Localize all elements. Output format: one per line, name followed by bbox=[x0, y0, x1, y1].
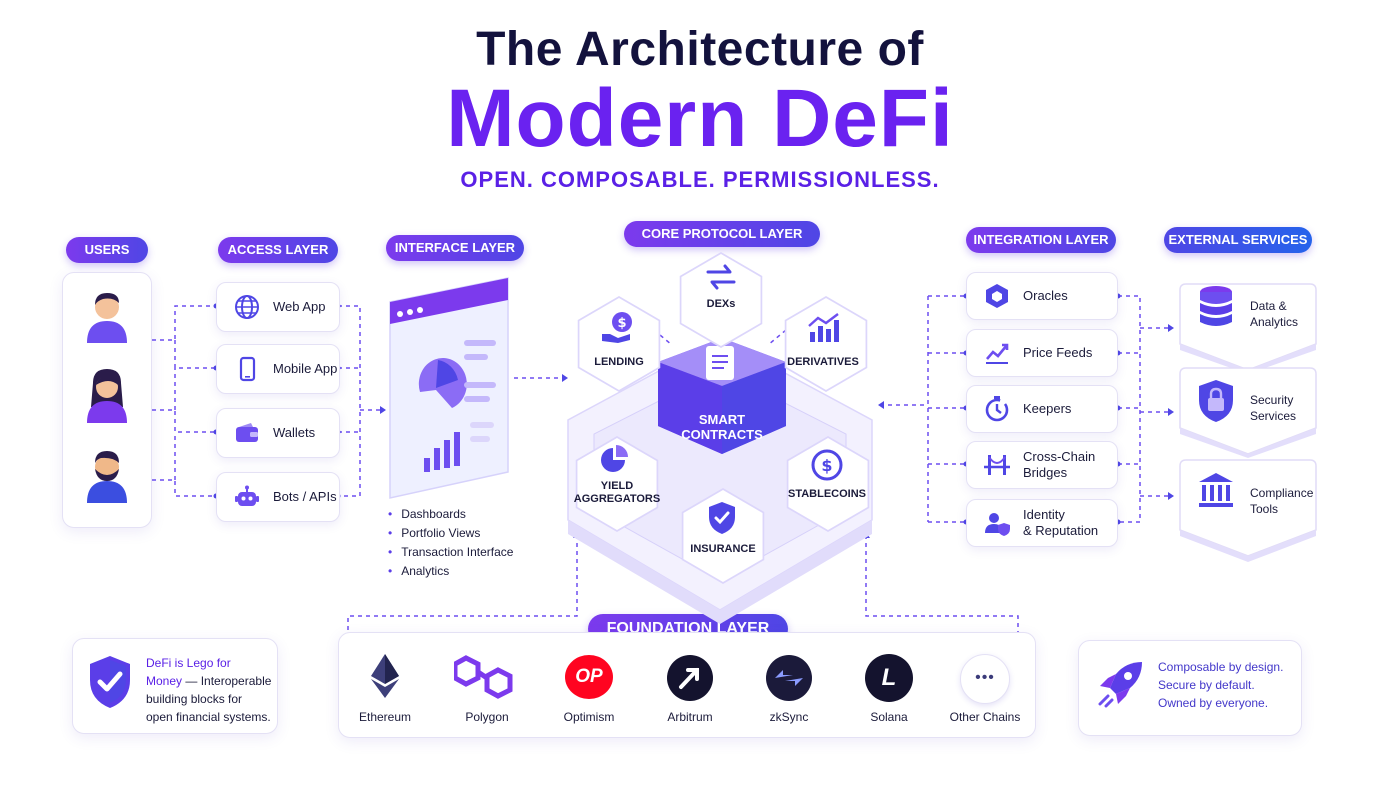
svg-text:$: $ bbox=[617, 316, 626, 331]
user-avatar-3 bbox=[87, 451, 127, 503]
integration-card-keepers[interactable]: Keepers bbox=[966, 385, 1118, 433]
title-line-2: Modern DeFi bbox=[446, 73, 954, 164]
user-avatar-1 bbox=[87, 293, 127, 343]
chain-label: Arbitrum bbox=[667, 710, 713, 724]
globe-icon bbox=[235, 295, 259, 319]
chain-label: Solana bbox=[870, 710, 908, 724]
solana-icon: L bbox=[865, 654, 913, 702]
security-lock-icon bbox=[1199, 380, 1233, 422]
access-label: Bots / APIs bbox=[273, 489, 337, 504]
chain-label: Polygon bbox=[465, 710, 509, 724]
svg-text:$: $ bbox=[821, 456, 832, 475]
integration-layer-pill: INTEGRATION LAYER bbox=[966, 227, 1116, 253]
arbitrum-icon bbox=[667, 655, 713, 701]
core-module-label: LENDING bbox=[594, 356, 644, 368]
integration-card-price-feeds[interactable]: Price Feeds bbox=[966, 329, 1118, 377]
identity-icon bbox=[985, 513, 1010, 536]
rocket-icon bbox=[1098, 662, 1142, 708]
integration-label: Keepers bbox=[1023, 401, 1072, 416]
access-card-mobile-app[interactable]: Mobile App bbox=[216, 344, 340, 394]
integration-label: Cross-Chain bbox=[1023, 449, 1096, 464]
robot-icon bbox=[235, 485, 259, 506]
interface-item: Dashboards bbox=[388, 505, 513, 524]
integration-label: Identity bbox=[1023, 507, 1065, 522]
external-services-pill: EXTERNAL SERVICES bbox=[1164, 227, 1312, 253]
interface-item: Transaction Interface bbox=[388, 543, 513, 562]
core-module-label: DERIVATIVES bbox=[787, 356, 859, 368]
chain-label: zkSync bbox=[769, 710, 809, 724]
external-label: Data &Analytics bbox=[1250, 299, 1299, 329]
chain-label: Ethereum bbox=[358, 710, 412, 724]
integration-label: Bridges bbox=[1023, 465, 1068, 480]
tagline: OPEN. COMPOSABLE. PERMISSIONLESS. bbox=[460, 167, 940, 192]
core-module-label: DEXs bbox=[706, 298, 736, 310]
core-module-label: STABLECOINS bbox=[787, 488, 867, 500]
polygon-icon bbox=[454, 655, 513, 699]
mobile-icon bbox=[239, 356, 256, 382]
more-icon: ••• bbox=[960, 654, 1010, 704]
integration-card-oracles[interactable]: Oracles bbox=[966, 272, 1118, 320]
external-card-data-analytics[interactable] bbox=[1176, 282, 1320, 374]
swap-icon bbox=[706, 264, 736, 290]
access-label: Web App bbox=[273, 299, 326, 314]
interface-dashboard-illustration bbox=[389, 277, 509, 499]
wallet-icon bbox=[236, 423, 258, 442]
oracle-hex-icon bbox=[986, 284, 1008, 308]
integration-label: & Reputation bbox=[1023, 523, 1099, 538]
chain-label: Other Chains bbox=[949, 710, 1021, 724]
interface-item: Portfolio Views bbox=[388, 524, 513, 543]
database-icon bbox=[1200, 286, 1232, 326]
dollar-coin-icon: $ bbox=[811, 449, 843, 481]
ethereum-icon bbox=[371, 654, 399, 698]
access-card-web-app[interactable]: Web App bbox=[216, 282, 340, 332]
timer-icon bbox=[985, 396, 1009, 422]
lego-note-text: DeFi is Lego for Money — Interoperable b… bbox=[146, 656, 272, 724]
zksync-icon bbox=[766, 655, 812, 701]
composable-note-text: Composable by design. Secure by default.… bbox=[1158, 660, 1284, 710]
smart-contracts-label: SMART CONTRACTS bbox=[681, 412, 763, 442]
interface-item: Analytics bbox=[388, 562, 513, 581]
access-card-bots-apis[interactable]: Bots / APIs bbox=[216, 472, 340, 522]
price-chart-icon bbox=[986, 343, 1009, 364]
lending-icon: $ bbox=[602, 312, 632, 343]
integration-label: Price Feeds bbox=[1023, 345, 1093, 360]
users-pill: USERS bbox=[66, 237, 148, 263]
access-card-wallets[interactable]: Wallets bbox=[216, 408, 340, 458]
shield-check-icon bbox=[90, 656, 130, 708]
core-protocol-layer-pill: CORE PROTOCOL LAYER bbox=[624, 221, 820, 247]
user-avatar-2 bbox=[87, 369, 127, 423]
optimism-icon: OP bbox=[565, 655, 613, 699]
core-module-label: YIELD AGGREGATORS bbox=[573, 480, 661, 505]
title-line-1: The Architecture of bbox=[476, 23, 924, 76]
users-panel bbox=[62, 272, 152, 528]
access-label: Mobile App bbox=[273, 361, 338, 376]
chain-label: Optimism bbox=[563, 710, 615, 724]
interface-layer-pill: INTERFACE LAYER bbox=[386, 235, 524, 261]
interface-feature-list: Dashboards Portfolio Views Transaction I… bbox=[388, 505, 513, 581]
core-module-label: INSURANCE bbox=[690, 543, 756, 555]
access-label: Wallets bbox=[273, 425, 316, 440]
integration-label: Oracles bbox=[1023, 288, 1068, 303]
pie-icon bbox=[601, 445, 628, 472]
chart-up-icon bbox=[808, 313, 839, 342]
integration-card-identity-reputation[interactable]: Identity& Reputation bbox=[966, 499, 1118, 547]
bridge-icon bbox=[984, 455, 1010, 475]
access-layer-pill: ACCESS LAYER bbox=[218, 237, 338, 263]
external-card-compliance-tools[interactable] bbox=[1176, 458, 1320, 562]
bank-icon bbox=[1199, 473, 1233, 507]
shield-check-icon bbox=[709, 502, 735, 534]
smart-contracts-block bbox=[658, 338, 786, 454]
